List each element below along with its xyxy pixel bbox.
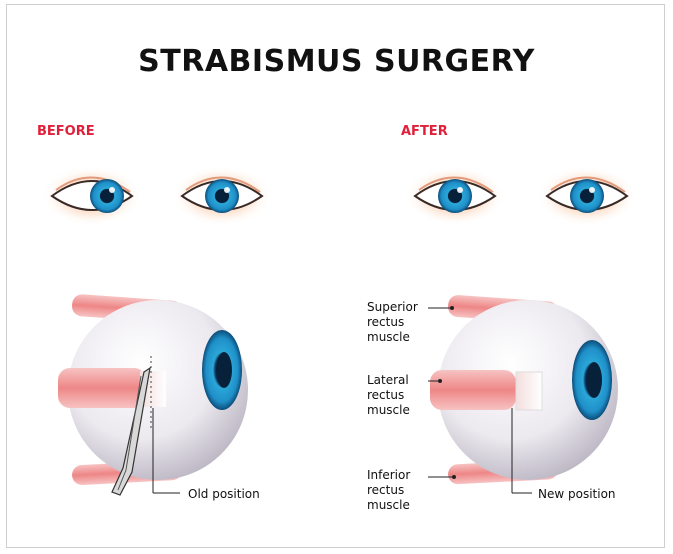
before-eyeball <box>58 294 248 495</box>
superior-rectus-label: Superior rectus muscle <box>367 300 418 345</box>
before-right-eye <box>172 166 272 226</box>
before-left-eye <box>42 166 142 226</box>
new-position-callout: New position <box>538 487 616 502</box>
after-left-eye <box>405 166 505 226</box>
old-position-callout: Old position <box>188 487 260 502</box>
lateral-rectus-label: Lateral rectus muscle <box>367 373 410 418</box>
after-right-eye <box>537 166 637 226</box>
after-eyeball <box>428 294 618 493</box>
inferior-rectus-label: Inferior rectus muscle <box>367 468 410 513</box>
